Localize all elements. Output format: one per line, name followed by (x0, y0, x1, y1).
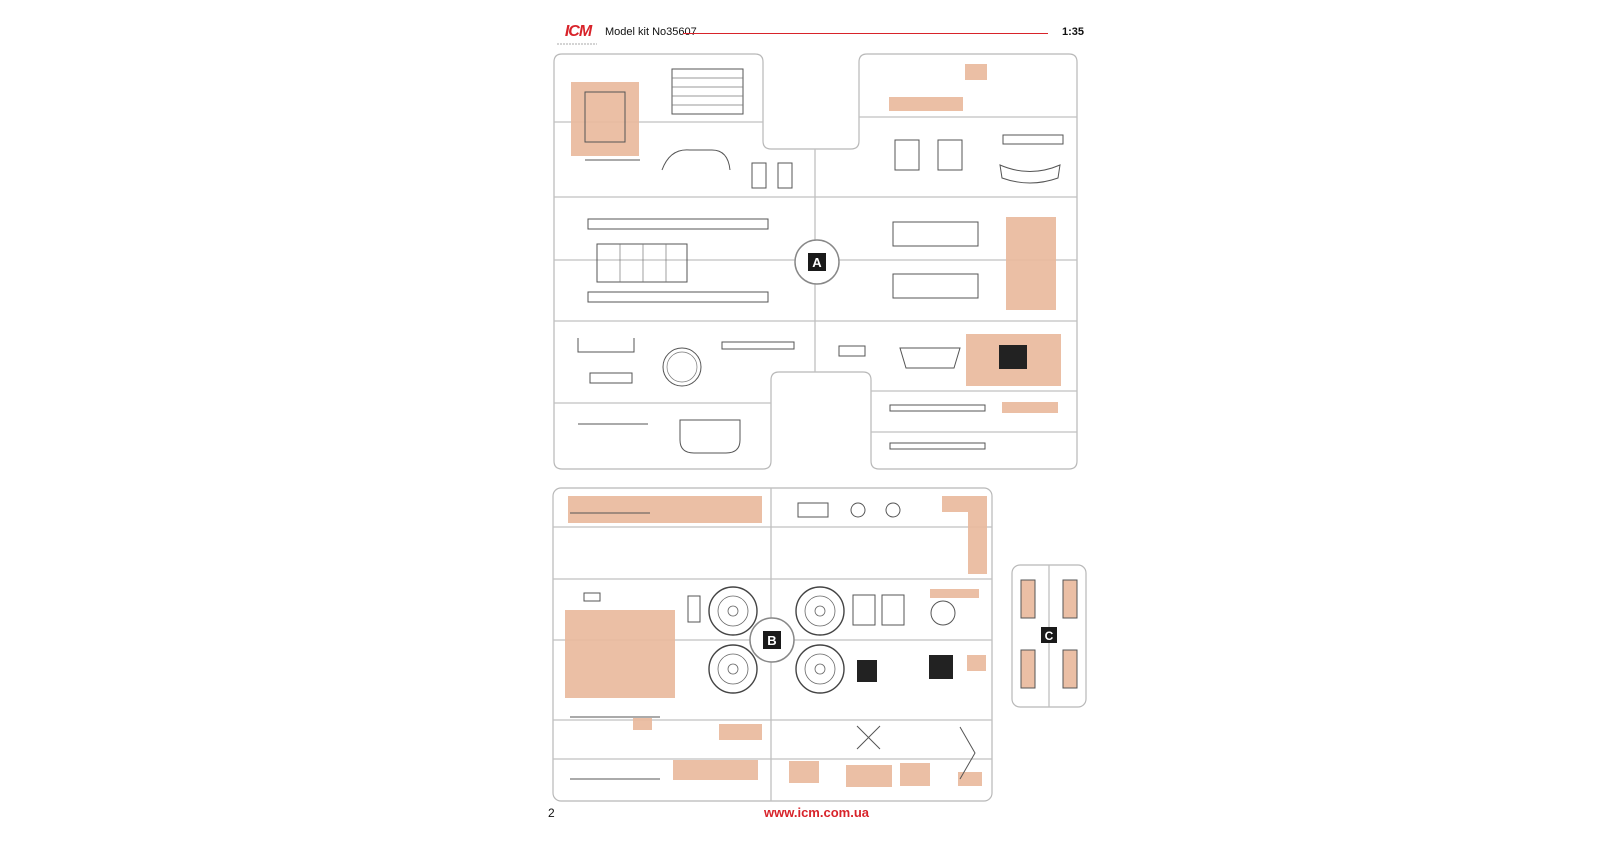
sprue-b-letter: B (767, 633, 776, 648)
sprue-c: C (1011, 564, 1087, 708)
sprue-b: B (552, 487, 993, 802)
icm-logo: ICM (553, 23, 603, 48)
sprue-a: A (553, 53, 1078, 470)
kit-number-label: Model kit No35607 (605, 26, 697, 38)
page-number: 2 (548, 806, 555, 820)
sprue-b-frame (552, 487, 993, 802)
sprue-c-letter: C (1045, 629, 1054, 643)
website-link[interactable]: www.icm.com.ua (764, 805, 869, 820)
header-rule (683, 33, 1048, 34)
logo-tagline-graphic (557, 41, 597, 48)
logo-wordmark: ICM (564, 23, 592, 40)
sprue-a-letter: A (812, 255, 822, 270)
scale-label: 1:35 (1062, 26, 1085, 38)
sprue-a-frame (553, 53, 1078, 470)
